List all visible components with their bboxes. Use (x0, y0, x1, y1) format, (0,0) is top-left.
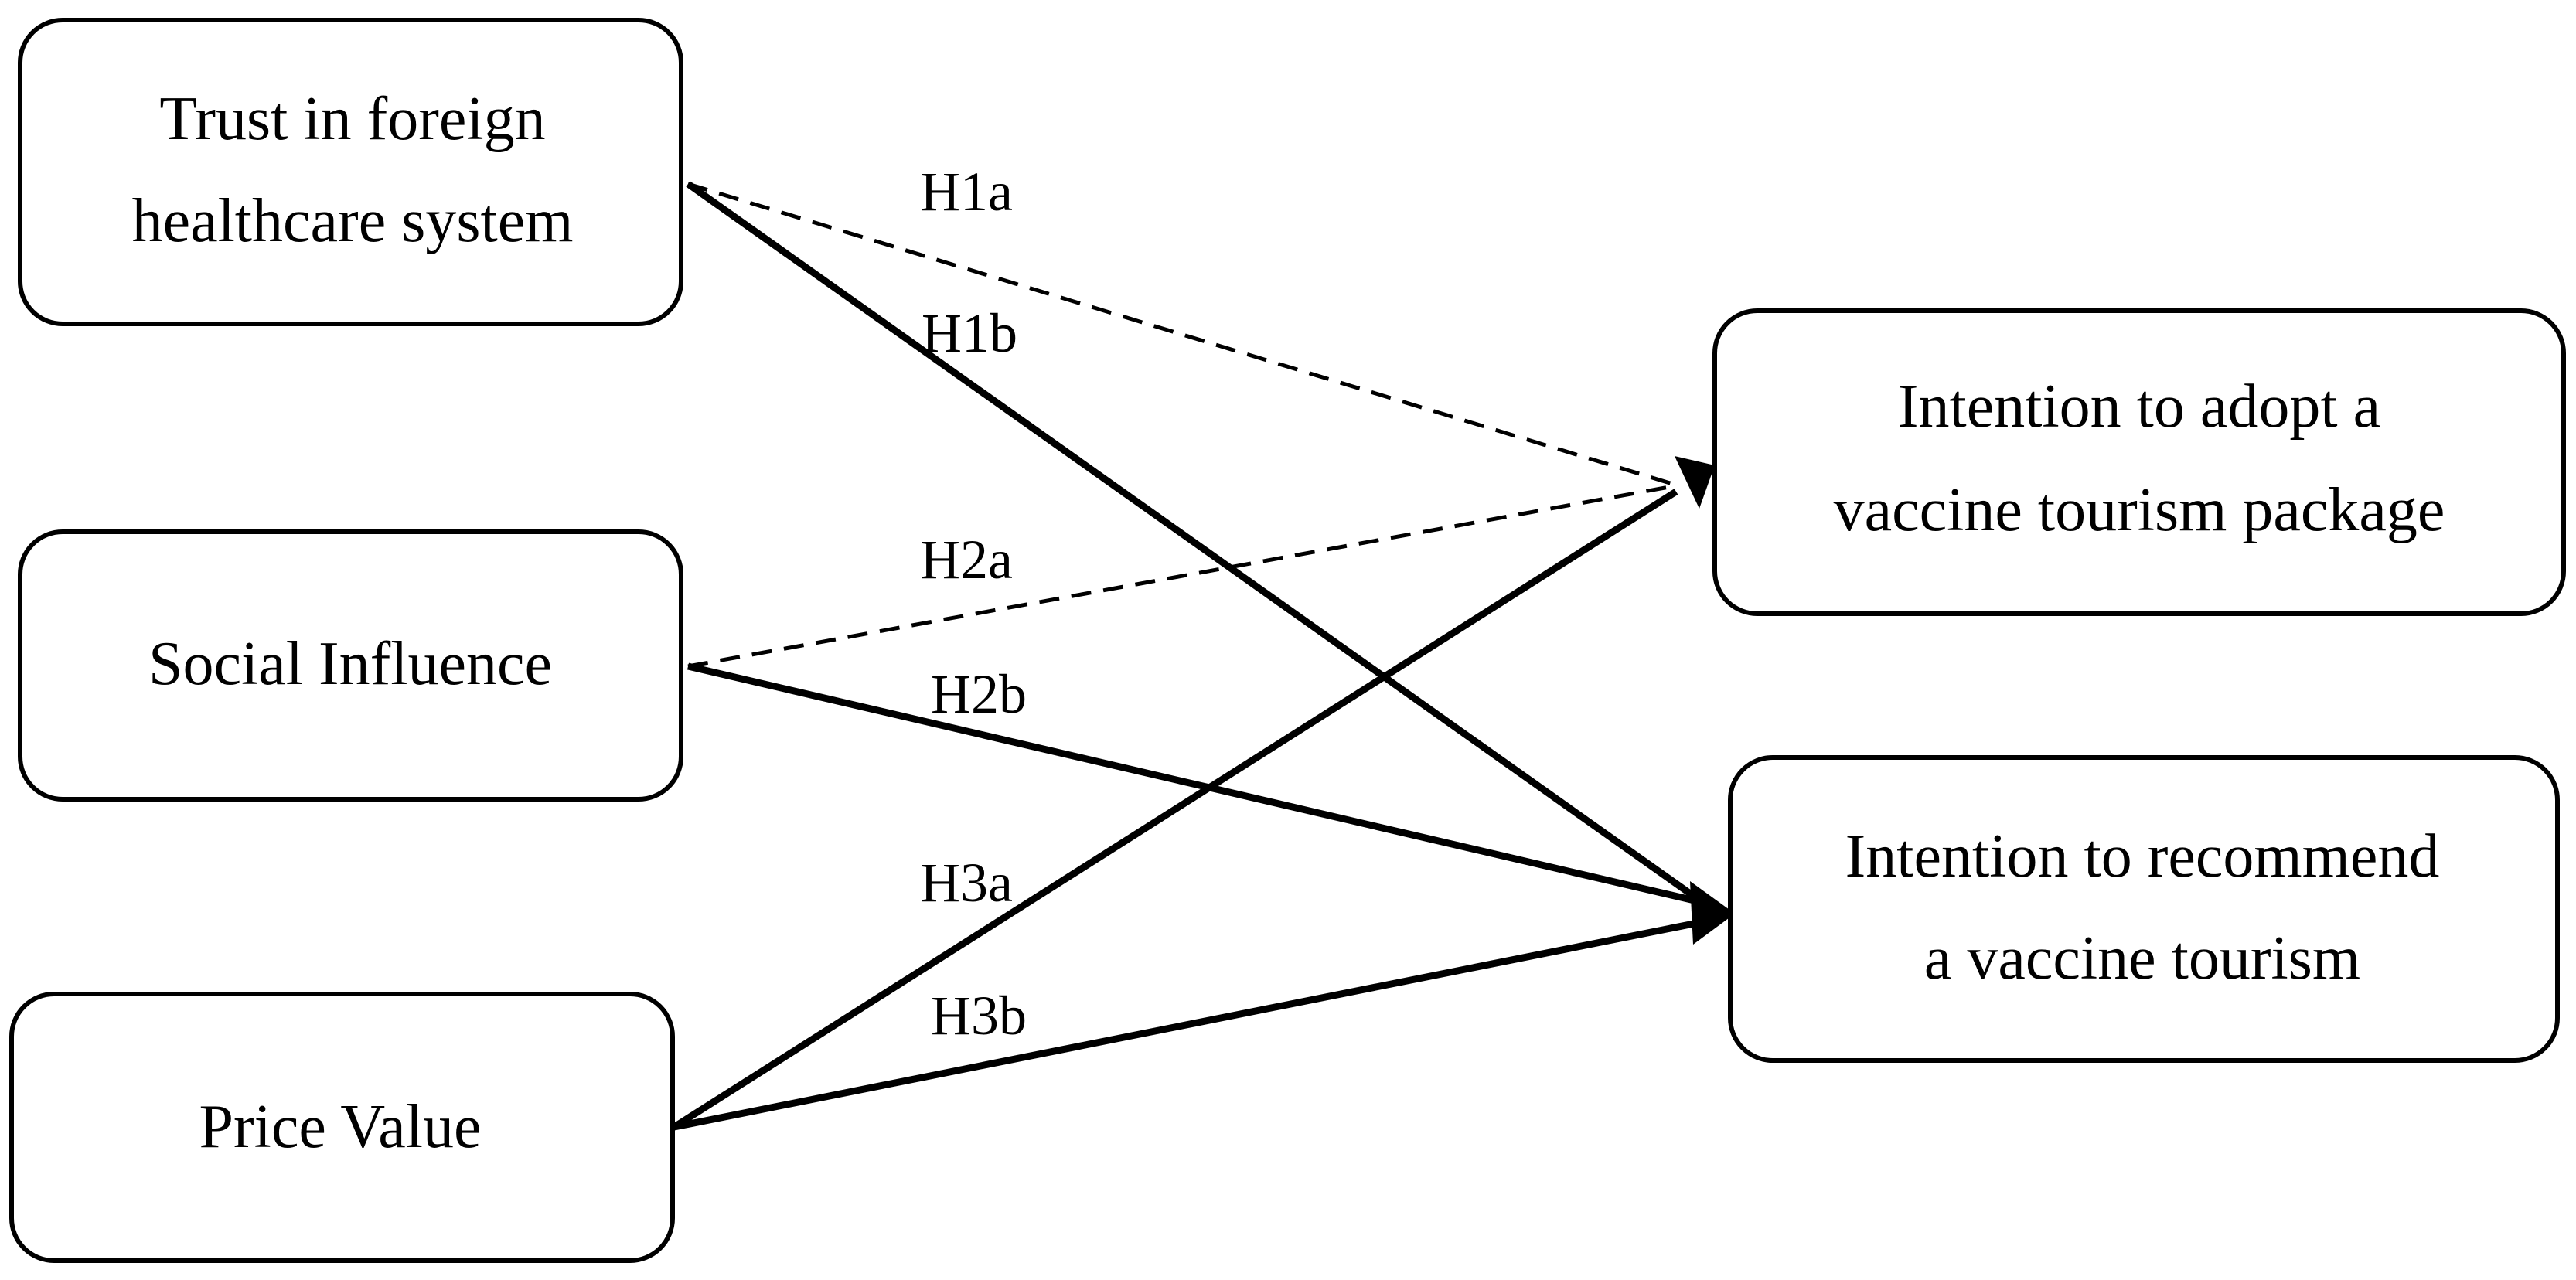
arrowhead-adopt (1675, 456, 1715, 509)
construct-price-line1: Price Value (199, 1093, 481, 1161)
path-h2b (687, 662, 1699, 905)
construct-trust-frame (18, 18, 683, 326)
label-h3b: H3b (931, 985, 1027, 1047)
construct-adopt: Intention to adopt a vaccine tourism pac… (1712, 308, 2566, 616)
label-h2a: H2a (920, 529, 1013, 591)
construct-adopt-frame (1712, 308, 2566, 616)
construct-adopt-line1: Intention to adopt a (1898, 373, 2380, 441)
construct-social: Social Influence (18, 529, 683, 802)
construct-adopt-line2: vaccine tourism package (1834, 476, 2445, 544)
arrowhead-recommend (1690, 881, 1735, 945)
path-h3b (673, 919, 1699, 1131)
construct-social-frame (18, 529, 683, 802)
path-h3a (672, 489, 1678, 1130)
construct-recommend-line1: Intention to recommend (1845, 822, 2440, 890)
label-h1b: H1b (922, 302, 1017, 364)
path-h2a (687, 483, 1678, 669)
construct-recommend: Intention to recommend a vaccine tourism (1728, 755, 2560, 1063)
construct-price-frame (9, 992, 675, 1263)
construct-price: Price Value (9, 992, 675, 1263)
path-h1b (686, 181, 1700, 902)
hypothesis-labels: H1a H1b H2a H2b H3a H3b (920, 161, 1027, 1047)
construct-trust: Trust in foreign healthcare system (18, 18, 683, 326)
label-h1a: H1a (920, 161, 1013, 223)
label-h3a: H3a (920, 852, 1013, 914)
construct-trust-line1: Trust in foreign (159, 85, 545, 153)
construct-trust-line2: healthcare system (132, 187, 574, 255)
path-h1a (687, 182, 1678, 488)
construct-social-line1: Social Influence (148, 630, 552, 698)
hypothesis-paths (672, 181, 1735, 1131)
construct-recommend-line2: a vaccine tourism (1924, 924, 2360, 992)
label-h2b: H2b (931, 663, 1027, 725)
construct-recommend-frame (1728, 755, 2560, 1063)
